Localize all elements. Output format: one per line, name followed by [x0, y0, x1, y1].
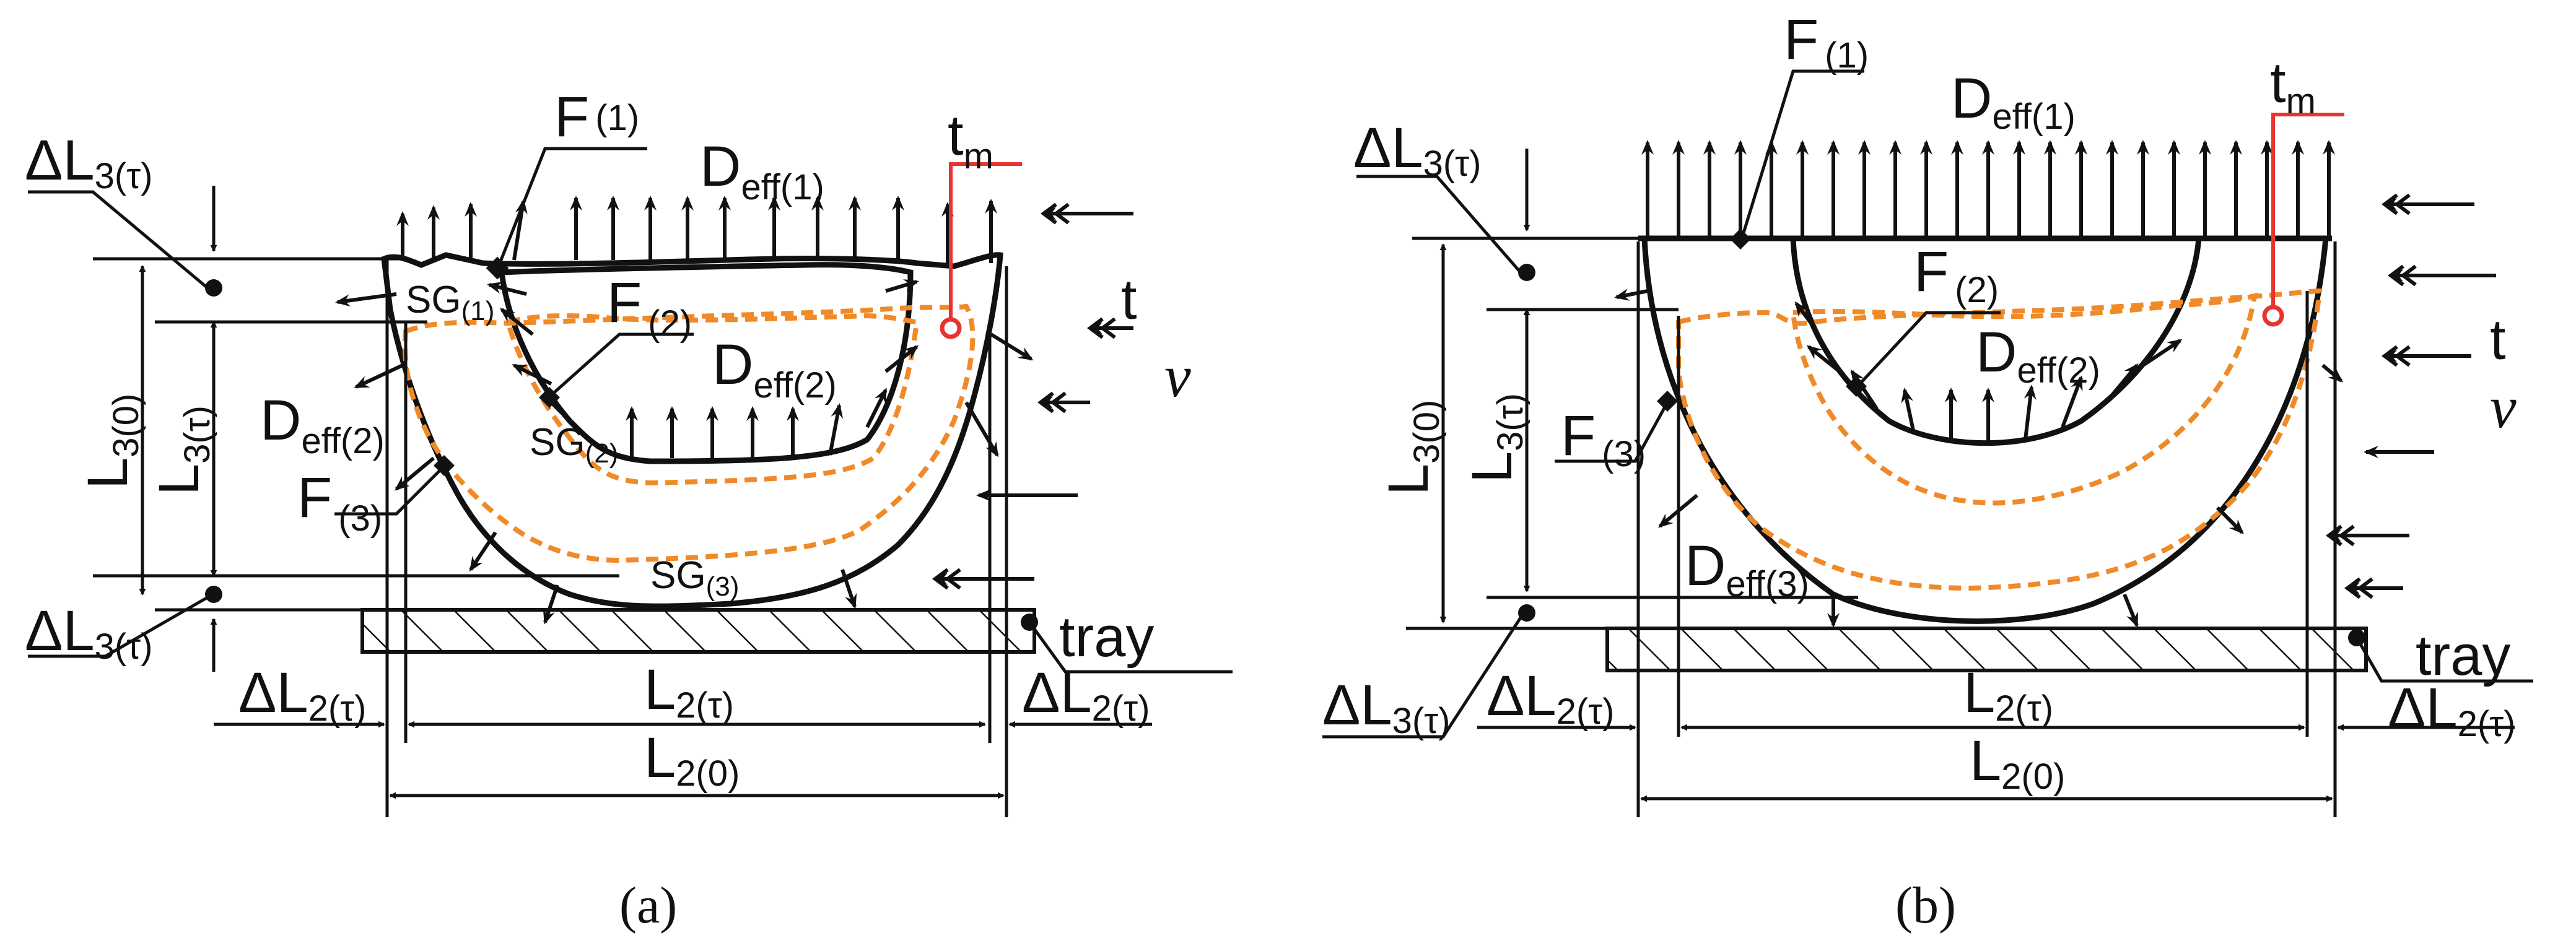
label-dL3-top-b: ΔL3(τ): [1353, 116, 1481, 184]
label-L2t-b: L2(τ): [1963, 661, 2053, 729]
label-L30-a: L3(0): [76, 394, 146, 489]
label-t-a: t: [1121, 268, 1137, 331]
node-F1-b: [1730, 228, 1751, 250]
body-outline-a: [381, 252, 1003, 609]
label-Deff2-outer-a: Deff(2): [260, 389, 385, 461]
label-L2t-a: L2(τ): [644, 658, 734, 726]
dimensions-bottom-b: [1477, 241, 2533, 817]
label-v-b: v: [2490, 374, 2517, 440]
flux-arrows-outer-a: [335, 292, 1034, 625]
label-tray-a: tray: [1059, 605, 1154, 669]
probe-line-b: [2271, 113, 2344, 316]
label-Deff3-b: Deff(3): [1685, 534, 1809, 604]
leaders-b: [1555, 69, 2001, 463]
cavity-outline-b: [1790, 238, 2202, 446]
label-dL3-bot-a: ΔL3(τ): [25, 599, 152, 667]
isotherm-outer-a: [402, 303, 976, 563]
label-Deff2-b: Deff(2): [1976, 321, 2100, 391]
label-F1-a: F(1): [554, 85, 639, 149]
label-L30-b: L3(0): [1377, 400, 1447, 495]
label-tm-b: tm: [2270, 51, 2316, 121]
label-SG3-a: SG(3): [650, 554, 739, 602]
label-L20-a: L2(0): [644, 726, 740, 794]
label-dL3-top-a: ΔL3(τ): [25, 129, 152, 196]
leaders-a: [334, 147, 694, 516]
air-flow-arrows-b: [2326, 193, 2496, 599]
label-t-b: t: [2490, 308, 2506, 371]
label-dL3-bot-b: ΔL3(τ): [1322, 674, 1450, 741]
node-F1-a: [486, 256, 509, 280]
flux-arrows-top-a: [396, 196, 997, 263]
probe-point-b: [2262, 305, 2284, 327]
label-v-a: v: [1164, 343, 1191, 409]
tray-node-b: [2348, 629, 2365, 646]
isotherm-inner-b: [1790, 292, 2258, 506]
label-Deff2-inner-a: Deff(2): [712, 333, 837, 406]
caption-a: (a): [619, 877, 677, 934]
air-flow-arrows-a: [932, 202, 1133, 590]
dim-node-top-b: [1518, 264, 1535, 281]
label-SG2-a: SG(2): [530, 421, 618, 469]
label-dL2-left-a: ΔL2(τ): [238, 661, 366, 729]
dimensions-left-a: [28, 186, 619, 672]
label-dL2-right-a: ΔL2(τ): [1022, 661, 1150, 729]
label-F1-b: F(1): [1784, 8, 1869, 76]
flux-arrows-cavity-a: [487, 279, 919, 458]
tray-node-a: [1021, 614, 1038, 631]
label-Deff1-b: Deff(1): [1951, 67, 2076, 137]
panel-a: F(1) Deff(1) tm t v F(2) Deff(2) Deff(2)…: [25, 85, 1233, 934]
label-dL2-left-b: ΔL2(τ): [1487, 664, 1614, 732]
label-L3t-a: L3(τ): [147, 406, 217, 495]
dim-node-top-a: [205, 279, 222, 297]
label-F2-a: F(2): [607, 271, 692, 344]
dimensions-bottom-a: [214, 260, 1233, 817]
dimensions-left-b: [1322, 149, 1858, 739]
label-Deff1-a: Deff(1): [700, 135, 824, 207]
label-F3-a: F(3): [297, 466, 382, 539]
label-L20-b: L2(0): [1970, 729, 2065, 797]
label-L3t-b: L3(τ): [1460, 393, 1530, 483]
label-dL2-right-b: ΔL2(τ): [2388, 677, 2515, 744]
label-F3-b: F(3): [1561, 404, 1646, 474]
isotherm-outer-b: [1676, 288, 2323, 591]
label-SG1-a: SG(1): [406, 279, 494, 326]
tray-a: [360, 608, 1036, 654]
dim-node-bot-a: [205, 586, 222, 603]
label-tm-a: tm: [948, 104, 993, 176]
dim-node-bot-b: [1518, 604, 1535, 622]
label-F2-b: F(2): [1914, 240, 1999, 310]
probe-line-a: [949, 162, 1022, 328]
tray-b: [1605, 627, 2368, 672]
flux-arrows-top-b: [1641, 140, 2335, 238]
caption-b: (b): [1895, 877, 1956, 934]
probe-point-a: [940, 317, 962, 339]
isotherm-inner-a: [505, 313, 920, 486]
label-tray-b: tray: [2416, 624, 2510, 687]
panel-b: F(1) Deff(1) tm t v F(2) Deff(2) F(3) De…: [1322, 8, 2533, 934]
